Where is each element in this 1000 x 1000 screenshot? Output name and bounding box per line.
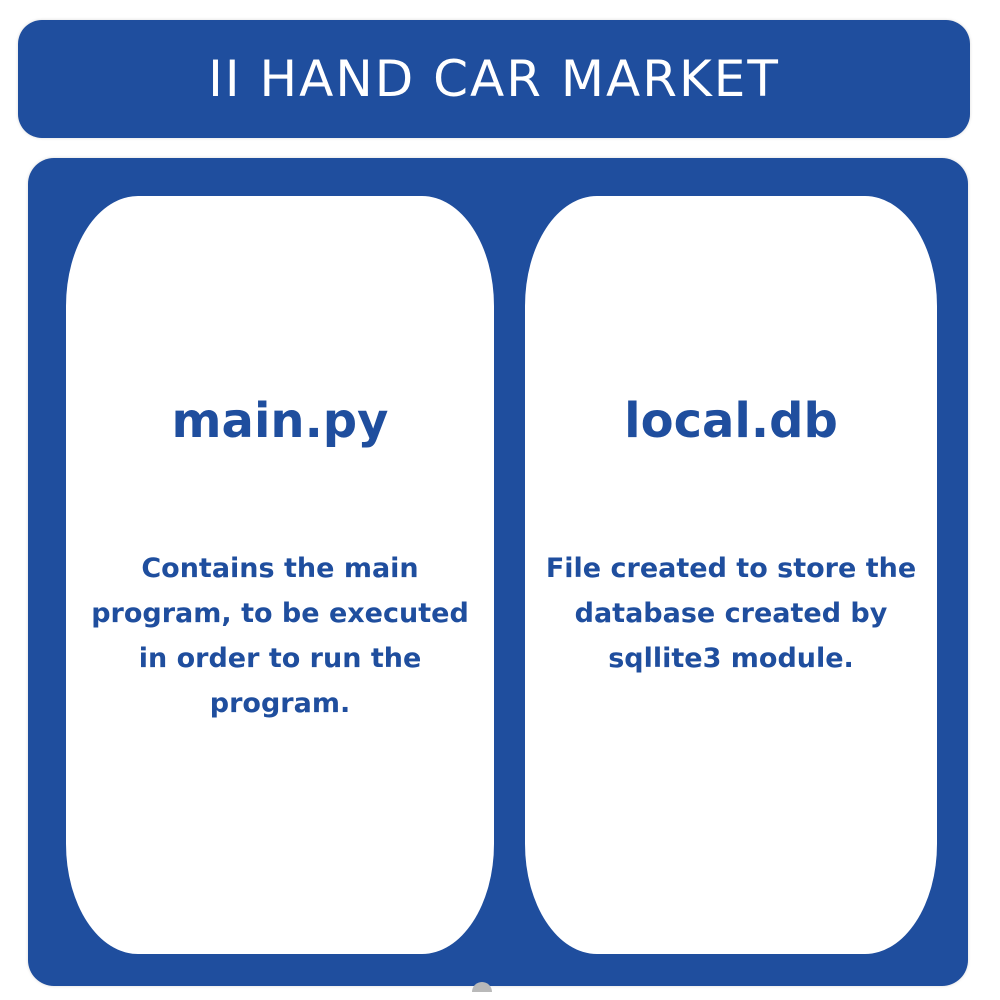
file-card-local-db: local.db File created to store the datab… bbox=[525, 196, 937, 954]
file-card-main-py: main.py Contains the main program, to be… bbox=[66, 196, 494, 954]
file-card-title: main.py bbox=[171, 393, 389, 449]
page-title: II HAND CAR MARKET bbox=[208, 50, 780, 108]
title-banner: II HAND CAR MARKET bbox=[18, 20, 970, 138]
file-card-description: Contains the main program, to be execute… bbox=[91, 553, 469, 719]
files-panel: main.py Contains the main program, to be… bbox=[28, 158, 968, 986]
file-card-description: File created to store the database creat… bbox=[545, 553, 917, 674]
file-card-title: local.db bbox=[624, 393, 838, 449]
connector-handle bbox=[472, 982, 492, 992]
